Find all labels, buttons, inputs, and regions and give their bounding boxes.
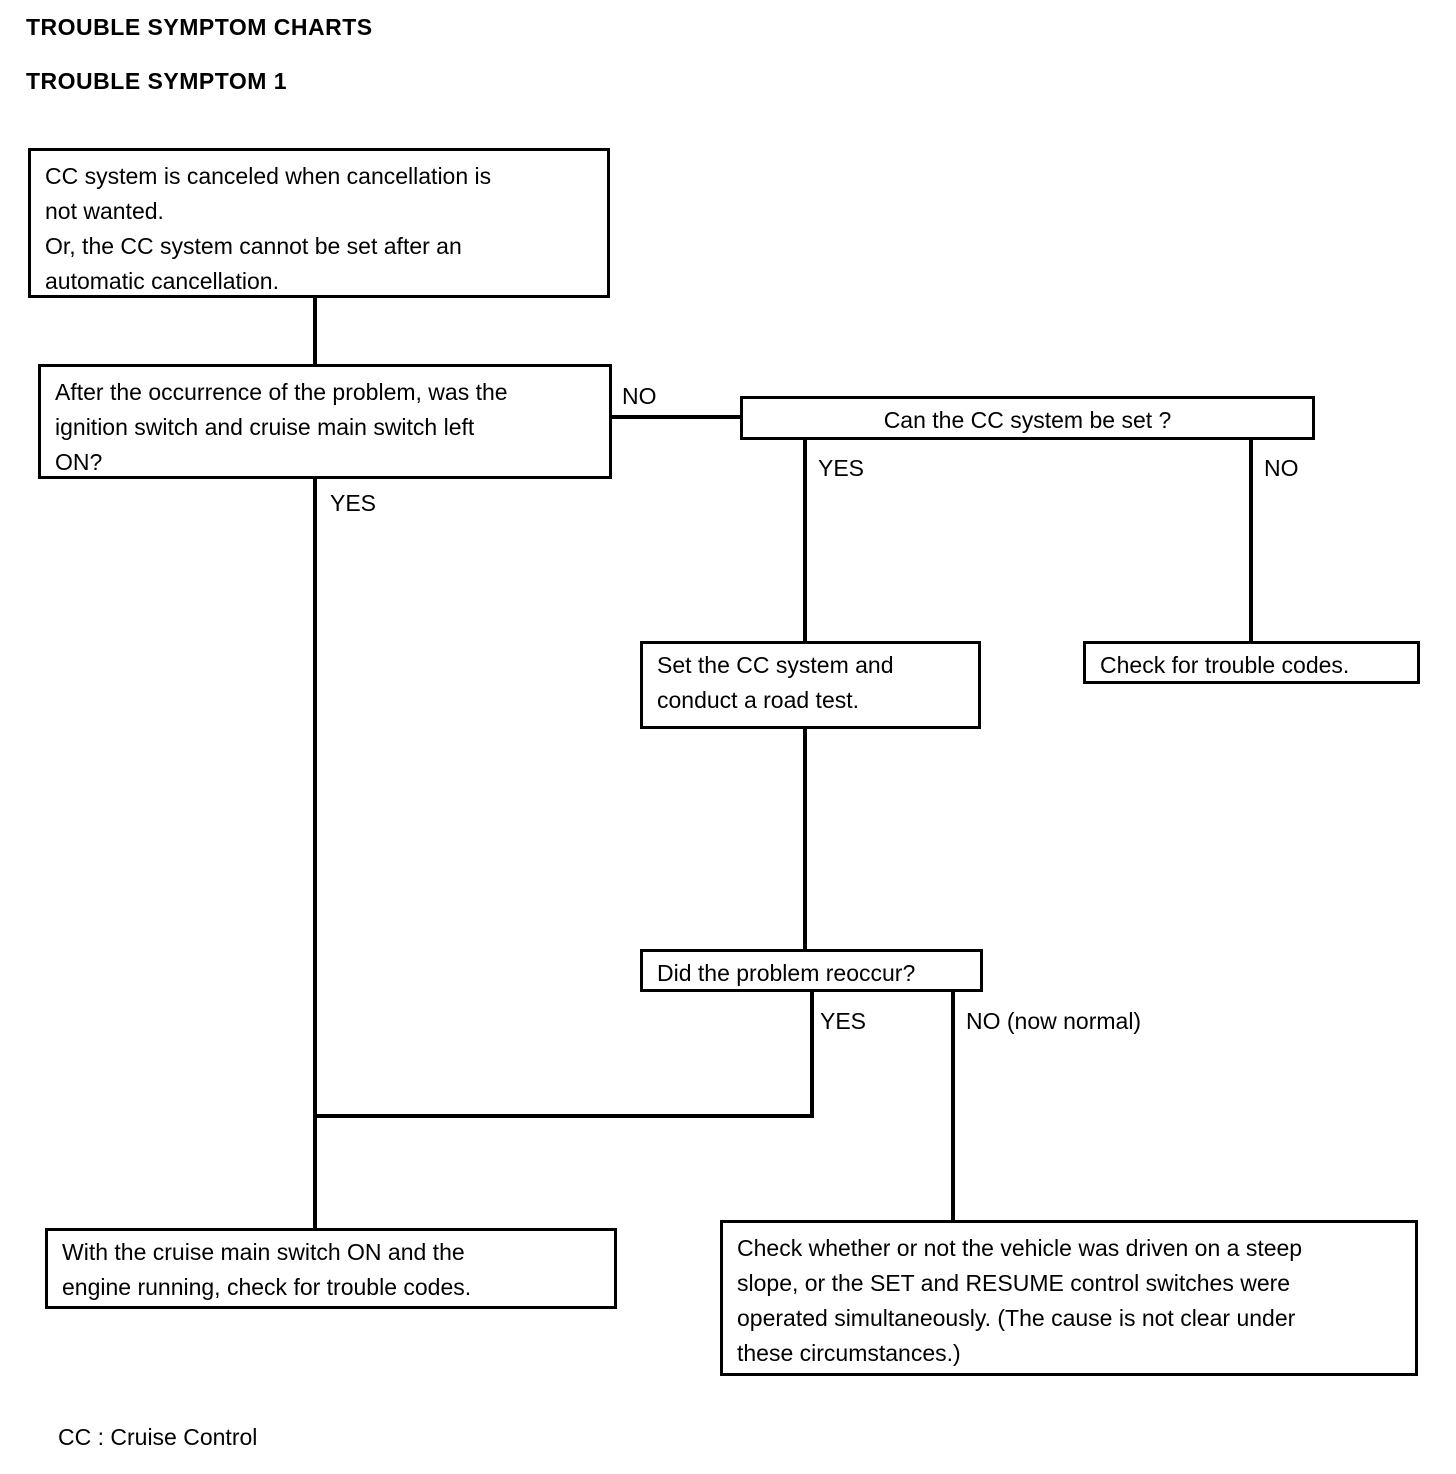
node-action-check-with-main-switch-on-text: With the cruise main switch ON and the e… — [62, 1239, 472, 1300]
node-action-check-steep-slope: Check whether or not the vehicle was dri… — [720, 1220, 1418, 1376]
node-action-check-with-main-switch-on: With the cruise main switch ON and the e… — [45, 1228, 617, 1309]
connector-reoccur-yes-vertical — [810, 988, 814, 1118]
node-action-check-trouble-codes-text: Check for trouble codes. — [1100, 652, 1350, 678]
edge-label-canset-yes: YES — [818, 455, 865, 481]
page-subtitle: TROUBLE SYMPTOM 1 — [26, 68, 288, 94]
node-question-did-problem-reoccur-text: Did the problem reoccur? — [657, 960, 916, 986]
node-question-can-cc-be-set: Can the CC system be set ? — [740, 396, 1315, 440]
connector-roadtest-to-reoccur — [803, 725, 807, 951]
node-question-can-cc-be-set-text: Can the CC system be set ? — [883, 407, 1172, 433]
connector-canset-yes-vertical — [803, 437, 807, 643]
edge-label-reoccur-yes: YES — [820, 1008, 867, 1034]
node-action-set-and-road-test-text: Set the CC system and conduct a road tes… — [657, 652, 894, 713]
connector-ignition-yes-vertical — [313, 476, 317, 1230]
connector-reoccur-no-vertical — [951, 988, 955, 1222]
edge-label-reoccur-no: NO (now normal) — [966, 1008, 1142, 1034]
connector-ignition-no-horizontal — [608, 415, 744, 419]
node-symptom-text: CC system is canceled when cancellation … — [45, 163, 492, 294]
page-title: TROUBLE SYMPTOM CHARTS — [26, 14, 373, 40]
node-question-ignition-switch: After the occurrence of the problem, was… — [38, 364, 612, 479]
edge-label-canset-no: NO — [1264, 455, 1299, 481]
node-symptom-statement: CC system is canceled when cancellation … — [28, 148, 610, 298]
edge-label-ignition-no: NO — [622, 383, 657, 409]
connector-reoccur-yes-horizontal — [313, 1114, 814, 1118]
legend-cc-abbreviation: CC : Cruise Control — [58, 1424, 258, 1450]
node-action-check-trouble-codes: Check for trouble codes. — [1083, 641, 1420, 684]
node-question-ignition-text: After the occurrence of the problem, was… — [55, 379, 508, 475]
node-action-set-and-road-test: Set the CC system and conduct a road tes… — [640, 641, 981, 729]
node-question-did-problem-reoccur: Did the problem reoccur? — [640, 949, 983, 992]
node-action-check-steep-slope-text: Check whether or not the vehicle was dri… — [737, 1235, 1303, 1366]
connector-symptom-to-ignition — [313, 294, 317, 366]
edge-label-ignition-yes: YES — [330, 490, 377, 516]
connector-canset-no-vertical — [1249, 437, 1253, 643]
